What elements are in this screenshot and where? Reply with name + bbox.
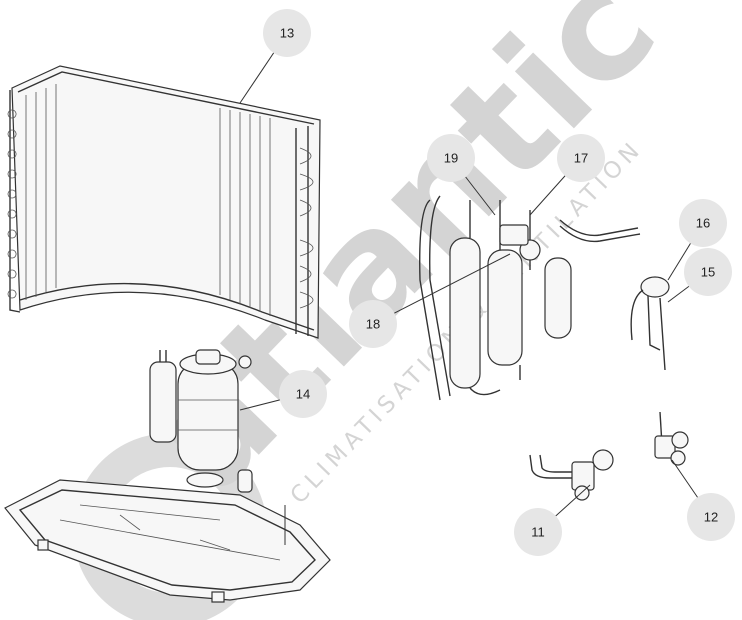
callout-17: 17 (557, 134, 605, 182)
callout-bubble (427, 134, 475, 182)
condenser-coil (7, 65, 321, 339)
callout-label: 19 (444, 151, 458, 166)
callout-label: 16 (696, 216, 710, 231)
callout-bubble (263, 9, 311, 57)
callout-bubble (687, 493, 735, 541)
callout-bubble (279, 370, 327, 418)
callout-label: 14 (296, 387, 310, 402)
sensor-assembly (630, 276, 670, 371)
callout-16: 16 (679, 199, 727, 247)
callout-label: 13 (280, 26, 294, 41)
callout-label: 15 (701, 265, 715, 280)
callout-19: 19 (427, 134, 475, 182)
service-valve-large (529, 449, 614, 501)
callout-bubble (684, 248, 732, 296)
base-plate (4, 479, 331, 603)
callout-18: 18 (349, 300, 397, 348)
callout-bubble (679, 199, 727, 247)
callout-bubble (557, 134, 605, 182)
callout-label: 12 (704, 510, 718, 525)
callout-13: 13 (263, 9, 311, 57)
callout-15: 15 (684, 248, 732, 296)
service-valve-small (654, 411, 689, 466)
callout-label: 18 (366, 317, 380, 332)
callout-label: 11 (531, 525, 545, 540)
callout-bubble (514, 508, 562, 556)
callout-11: 11 (514, 508, 562, 556)
reversing-valve-assembly (419, 195, 641, 401)
callout-14: 14 (279, 370, 327, 418)
callout-bubble (349, 300, 397, 348)
callout-label: 17 (574, 151, 588, 166)
compressor (149, 349, 253, 493)
callout-12: 12 (687, 493, 735, 541)
